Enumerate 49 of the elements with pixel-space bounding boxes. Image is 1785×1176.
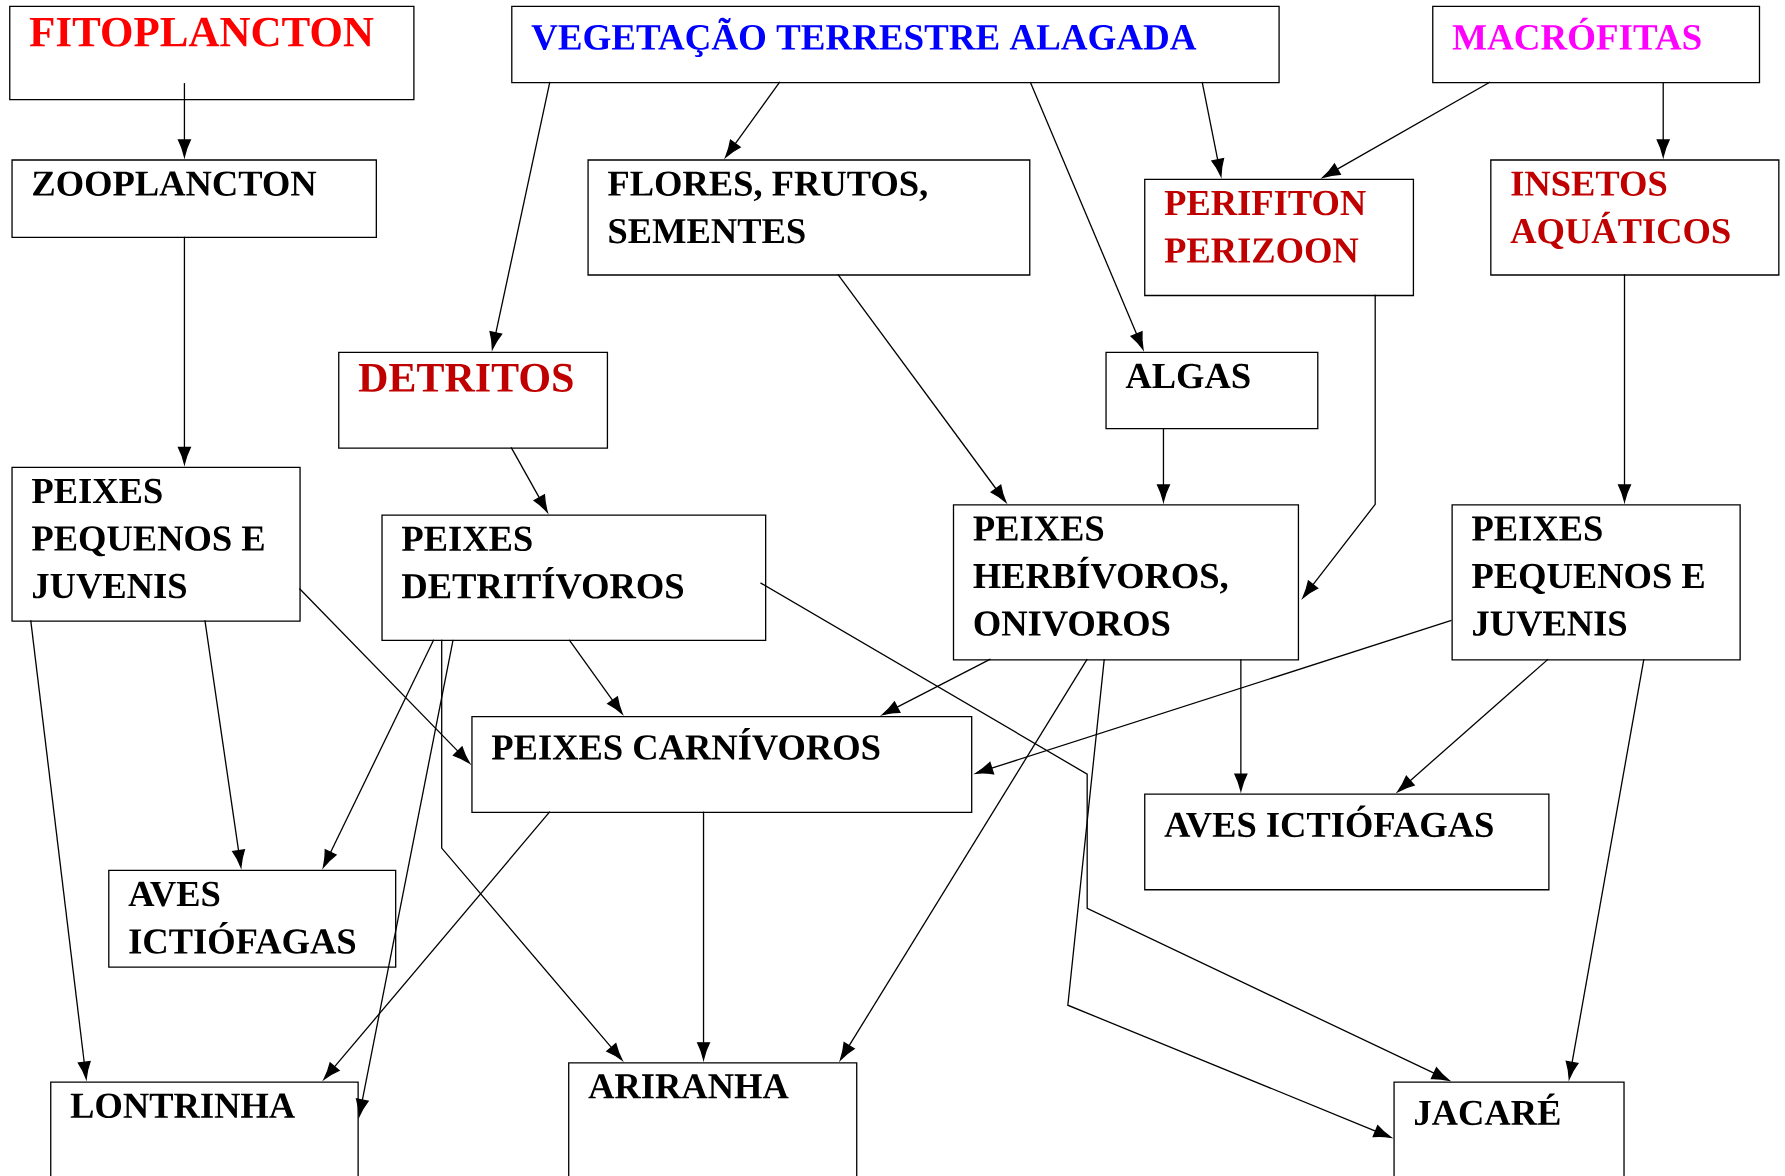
arrow — [177, 236, 191, 465]
arrow — [298, 587, 470, 764]
arrow — [725, 81, 781, 158]
text-box: JACARÉ — [1393, 1081, 1625, 1176]
arrow — [881, 658, 992, 716]
text-box: PERIFITON PERIZOON — [1144, 178, 1415, 297]
arrow — [1156, 427, 1170, 503]
arrow — [1322, 81, 1491, 178]
arrow — [30, 619, 91, 1080]
text-box: LONTRINHA — [50, 1081, 359, 1176]
arrow — [355, 639, 454, 1117]
arrow — [1201, 81, 1225, 177]
arrow — [1067, 658, 1392, 1138]
text-box: DETRITOS — [338, 351, 609, 449]
text-box: FLORES, FRUTOS, SEMENTES — [587, 159, 1031, 276]
text-box: PEIXES HERBÍVOROS, ONIVOROS — [952, 504, 1300, 661]
arrow — [1565, 658, 1645, 1080]
arrow — [1397, 658, 1549, 793]
arrow — [1234, 658, 1248, 792]
arrow — [177, 82, 191, 158]
arrow — [1617, 273, 1632, 503]
arrow — [204, 619, 246, 868]
text-box: PEIXES PEQUENOS E JUVENIS — [11, 466, 301, 622]
text-box: PEIXES CARNÍVOROS — [471, 716, 973, 813]
arrow — [568, 639, 623, 715]
arrow — [441, 639, 623, 1061]
text-box: INSETOS AQUÁTICOS — [1490, 159, 1780, 276]
arrow — [489, 81, 551, 350]
text-box: ALGAS — [1105, 351, 1319, 430]
arrow — [975, 619, 1453, 775]
text-box: AVES ICTIÓFAGAS — [1144, 793, 1550, 891]
text-box: PEIXES PEQUENOS E JUVENIS — [1451, 504, 1741, 661]
arrow — [837, 273, 1007, 503]
arrow — [510, 446, 548, 513]
arrow — [323, 811, 551, 1080]
text-box: ARIRANHA — [568, 1062, 858, 1176]
arrow — [697, 811, 711, 1060]
arrow — [839, 658, 1088, 1061]
arrow — [1029, 81, 1144, 350]
arrow — [1302, 294, 1376, 599]
text-box: VEGETAÇÃO TERRESTRE ALAGADA — [511, 5, 1280, 84]
arrow — [1656, 81, 1670, 158]
text-box: FITOPLANCTON — [9, 5, 415, 101]
text-box: PEIXES DETRITÍVOROS — [381, 514, 767, 642]
arrow — [322, 639, 435, 868]
text-box: MACRÓFITAS — [1432, 5, 1761, 84]
arrow — [759, 582, 1450, 1081]
text-box: AVES ICTIÓFAGAS — [108, 869, 397, 968]
text-box: ZOOPLANCTON — [11, 159, 377, 239]
